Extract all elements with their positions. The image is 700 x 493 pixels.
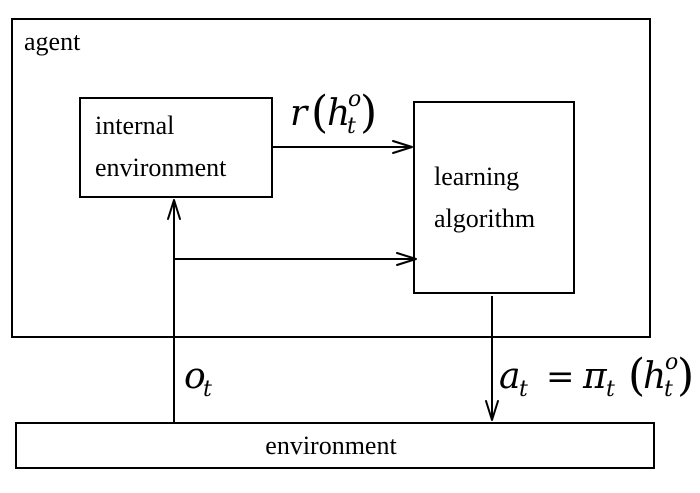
reward-sup: o [348, 87, 361, 112]
observation-sub: t [203, 377, 212, 402]
learning-algorithm-label-line2: algorithm [434, 204, 535, 233]
action-arrow [485, 296, 499, 421]
agent-label: agent [24, 27, 81, 56]
reward-func: r [290, 93, 309, 134]
observation-label: o t [184, 356, 212, 402]
learning-algorithm-label-line1: learning [434, 162, 519, 191]
action-arg: h [643, 356, 666, 397]
internal-environment-box [79, 97, 273, 198]
reward-arrow [272, 140, 413, 154]
action-arg-sup: o [665, 350, 678, 375]
action-equals: = [546, 357, 575, 397]
observation-var: o [184, 356, 206, 397]
internal-environment-label: internal environment [95, 111, 227, 182]
observation-to-learning-arrow [175, 252, 417, 266]
internal-environment-label-line1: internal [95, 111, 174, 140]
action-rparen: ) [677, 350, 694, 401]
reward-sub: t [347, 114, 356, 139]
learning-algorithm-label: learning algorithm [434, 162, 535, 233]
internal-environment-label-line2: environment [95, 153, 227, 182]
reward-var: h [327, 93, 350, 134]
observation-arrow [167, 199, 181, 423]
environment-label: environment [265, 431, 397, 460]
reward-lparen: ( [311, 87, 328, 138]
reward-label: r ( h o t ) [290, 87, 377, 139]
reward-rparen: ) [360, 87, 377, 138]
action-lparen: ( [628, 350, 645, 401]
action-arg-sub: t [664, 377, 673, 402]
action-policy: π [582, 356, 608, 397]
learning-algorithm-box [413, 101, 575, 294]
action-policy-sub: t [606, 377, 615, 402]
action-sub: t [519, 377, 528, 402]
environment-box [15, 422, 655, 469]
action-label: a t = π t ( h o t ) [499, 350, 694, 402]
action-var: a [499, 356, 520, 397]
